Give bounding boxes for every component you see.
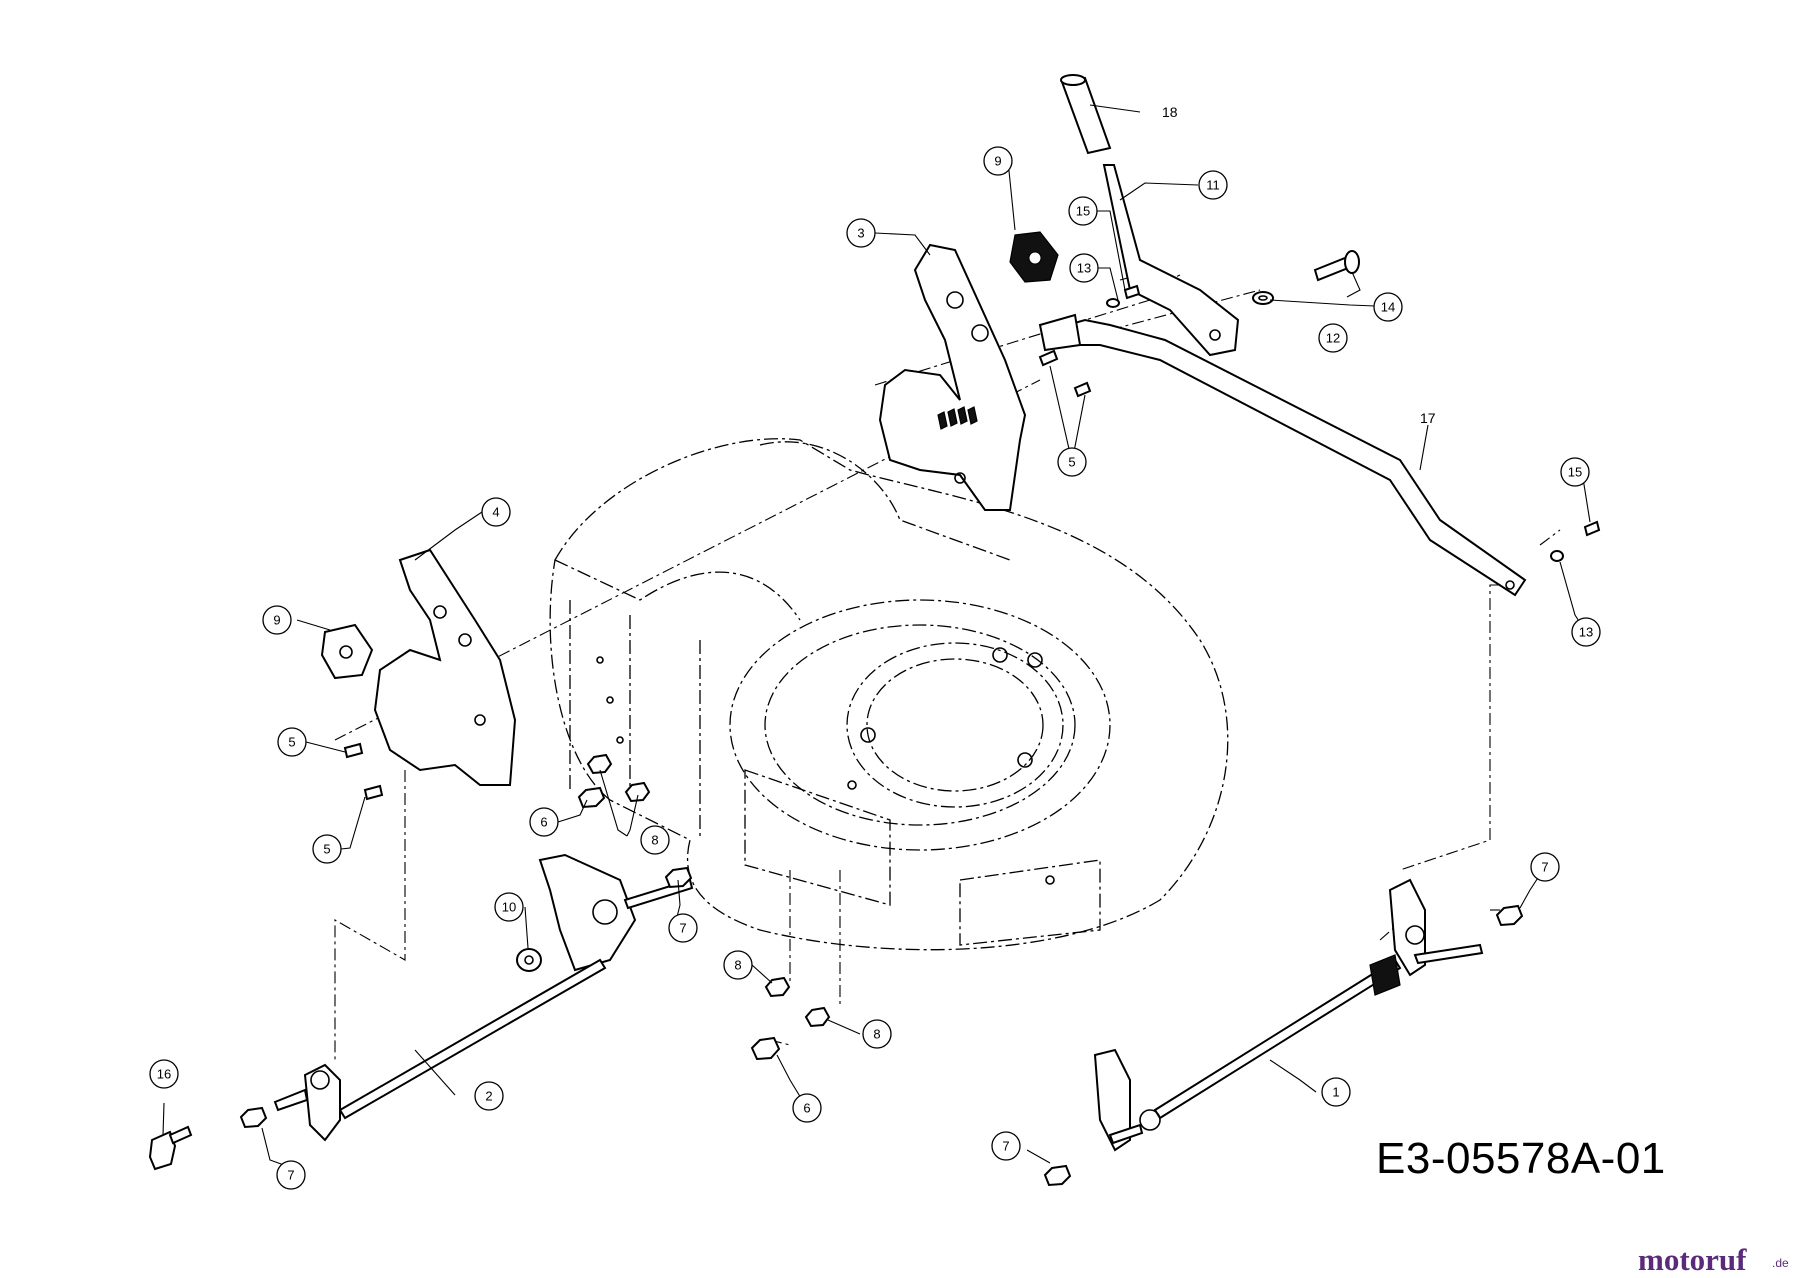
part-handle-grip: [1060, 74, 1112, 155]
svg-text:10: 10: [502, 900, 516, 915]
svg-text:1: 1: [1332, 1085, 1339, 1100]
callout-5-right: 5: [1057, 447, 1087, 477]
svg-text:13: 13: [1579, 625, 1593, 640]
svg-text:9: 9: [994, 154, 1001, 169]
svg-text:2: 2: [485, 1089, 492, 1104]
brand-tld: .de: [1772, 1256, 1789, 1270]
callout-13-top: 13: [1069, 253, 1099, 283]
part-washer-13-top: [1106, 298, 1120, 308]
callout-7-mid: 7: [668, 913, 698, 943]
callout-6-top: 6: [529, 807, 559, 837]
svg-text:8: 8: [873, 1027, 880, 1042]
callout-9-left: 9: [262, 605, 292, 635]
mower-deck: [549, 438, 1229, 951]
callout-18: 18: [1162, 104, 1178, 120]
part-washer-10: [516, 948, 542, 972]
part-bolt-5-right-a: [1038, 349, 1059, 367]
svg-text:8: 8: [651, 833, 658, 848]
part-knob-left: [320, 623, 374, 680]
drawing-code: E3-05578A-01: [1376, 1134, 1666, 1183]
callout-15-top: 15: [1068, 196, 1098, 226]
part-front-axle: [1093, 878, 1484, 1152]
part-nut-8-d: [804, 1006, 831, 1028]
svg-text:7: 7: [679, 921, 686, 936]
callout-2: 2: [474, 1081, 504, 1111]
callout-5-left-a: 5: [277, 727, 307, 757]
part-bolt-15-right: [1583, 520, 1601, 537]
part-nut-8-b: [624, 781, 651, 803]
svg-text:15: 15: [1076, 204, 1090, 219]
callout-3: 3: [846, 218, 876, 248]
callout-7-bottom: 7: [991, 1131, 1021, 1161]
svg-text:4: 4: [492, 505, 499, 520]
callout-11: 11: [1198, 170, 1228, 200]
part-screw-16: [148, 1125, 193, 1171]
part-nut-7-left: [239, 1106, 268, 1129]
callout-8-mid: 8: [723, 950, 753, 980]
callout-15-right: 15: [1560, 457, 1590, 487]
svg-text:6: 6: [803, 1101, 810, 1116]
callout-5-left-b: 5: [312, 834, 342, 864]
callout-9-top: 9: [983, 146, 1013, 176]
svg-text:12: 12: [1326, 331, 1340, 346]
svg-text:5: 5: [1068, 455, 1075, 470]
svg-text:16: 16: [157, 1067, 171, 1082]
part-adjust-rod: [1038, 313, 1527, 597]
svg-text:13: 13: [1077, 261, 1091, 276]
svg-text:17: 17: [1420, 410, 1436, 426]
svg-text:5: 5: [288, 735, 295, 750]
callout-8-bottom: 8: [862, 1019, 892, 1049]
svg-text:3: 3: [857, 226, 864, 241]
part-knob-right: [1009, 231, 1059, 283]
part-nut-6-b: [750, 1036, 781, 1061]
callout-12: 12: [1318, 323, 1348, 353]
part-nut-7-bottom: [1043, 1164, 1072, 1187]
part-bolt-5-left-a: [343, 742, 364, 759]
part-nut-7-right: [1495, 904, 1524, 927]
part-nut-8-a: [586, 753, 613, 775]
svg-text:11: 11: [1206, 178, 1220, 193]
callout-7-left: 7: [276, 1160, 306, 1190]
callout-17: 17: [1420, 410, 1436, 426]
svg-text:7: 7: [287, 1168, 294, 1183]
leader-lines: [162, 104, 1591, 1170]
svg-text:9: 9: [273, 613, 280, 628]
part-bolt-5-right-b: [1073, 381, 1092, 398]
callout-6-bottom: 6: [792, 1093, 822, 1123]
callouts: 18 11 9 3 15 13 14 12 5 17 15 13 4 9 5 5…: [149, 104, 1601, 1190]
svg-text:8: 8: [734, 958, 741, 973]
callout-4: 4: [481, 497, 511, 527]
svg-text:7: 7: [1002, 1139, 1009, 1154]
svg-text:7: 7: [1541, 860, 1548, 875]
callout-7-right: 7: [1530, 852, 1560, 882]
svg-text:5: 5: [323, 842, 330, 857]
part-bolt-14: [1313, 250, 1360, 282]
part-nut-7-mid: [664, 866, 693, 889]
callout-1: 1: [1321, 1077, 1351, 1107]
svg-text:18: 18: [1162, 104, 1178, 120]
svg-text:14: 14: [1381, 300, 1395, 315]
part-bolt-15-top: [1123, 284, 1141, 300]
svg-text:6: 6: [540, 815, 547, 830]
part-washer-13-right: [1550, 550, 1564, 562]
part-nut-6-a: [577, 786, 606, 809]
callout-8-top: 8: [640, 825, 670, 855]
part-height-lever: [1102, 164, 1240, 357]
callout-10: 10: [494, 892, 524, 922]
svg-text:15: 15: [1568, 465, 1582, 480]
part-left-bracket: [373, 548, 517, 786]
callout-14: 14: [1373, 292, 1403, 322]
callout-16: 16: [149, 1059, 179, 1089]
part-right-bracket: [878, 243, 1027, 511]
part-washer-12: [1252, 291, 1274, 305]
callout-13-right: 13: [1571, 617, 1601, 647]
hardware: [148, 250, 1601, 1187]
part-bolt-5-left-b: [363, 784, 384, 801]
brand-logo: motoruf: [1638, 1242, 1747, 1277]
